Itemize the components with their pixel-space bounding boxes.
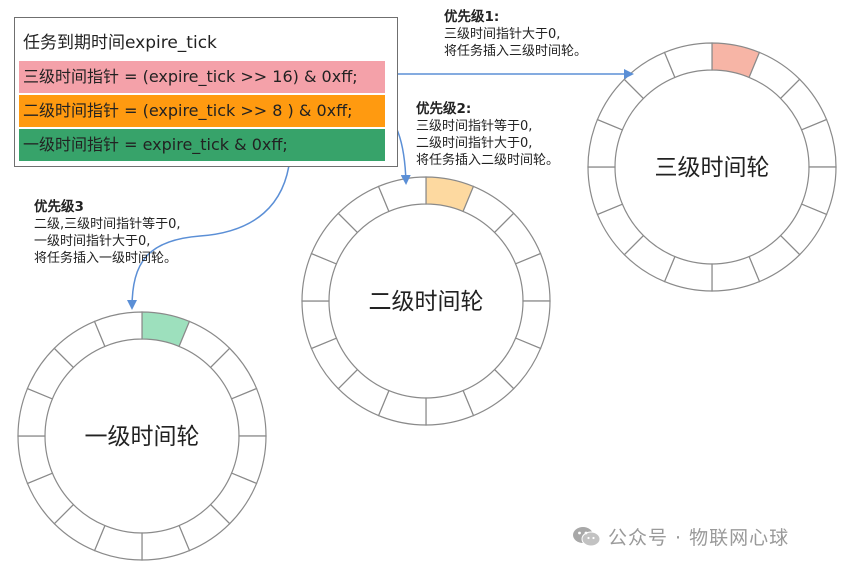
priority-2-line-2: 二级时间指针大于0, [416,136,533,151]
watermark-text: 公众号 · 物联网心球 [608,527,790,549]
level3-wheel-label: 三级时间轮 [655,155,770,181]
level2-wheel-label: 二级时间轮 [369,289,484,315]
priority-2-line-3: 将任务插入二级时间轮。 [416,153,560,168]
wechat-icon [572,525,602,549]
level3-pointer-formula: 三级时间指针 = (expire_tick >> 16) & 0xff; [19,61,385,93]
priority-2-note: 优先级2: 三级时间指针等于0, 二级时间指针大于0, 将任务插入二级时间轮。 [416,101,559,169]
level3-wheel-slot [663,42,713,79]
level1-pointer-formula: 一级时间指针 = expire_tick & 0xff; [19,129,385,161]
priority-1-title: 优先级1: [444,9,500,25]
priority-2-title: 优先级2: [416,101,472,117]
priority-3-title: 优先级3 [34,199,84,215]
priority-3-line-3: 将任务插入一级时间轮。 [34,251,178,266]
priority-1-line-1: 三级时间指针大于0, [444,27,561,42]
level2-pointer-formula: 二级时间指针 = (expire_tick >> 8 ) & 0xff; [19,95,385,127]
formula-title: 任务到期时间expire_tick [23,33,217,53]
priority-3-line-1: 二级,三级时间指针等于0, [34,217,181,232]
priority-3-line-2: 一级时间指针大于0, [34,234,151,249]
priority-1-note: 优先级1: 三级时间指针大于0, 将任务插入三级时间轮。 [444,9,587,60]
priority-2-line-1: 三级时间指针等于0, [416,119,533,134]
arrow-to-level1-wheel [127,157,291,310]
priority-1-line-2: 将任务插入三级时间轮。 [444,44,588,59]
watermark: 公众号 · 物联网心球 [572,523,789,550]
priority-3-note: 优先级3 二级,三级时间指针等于0, 一级时间指针大于0, 将任务插入一级时间轮… [34,199,181,267]
level1-wheel-label: 一级时间轮 [85,424,200,450]
level1-wheel-slot [93,311,143,348]
level2-wheel-slot [377,176,427,213]
formula-box: 任务到期时间expire_tick 三级时间指针 = (expire_tick … [14,17,398,167]
